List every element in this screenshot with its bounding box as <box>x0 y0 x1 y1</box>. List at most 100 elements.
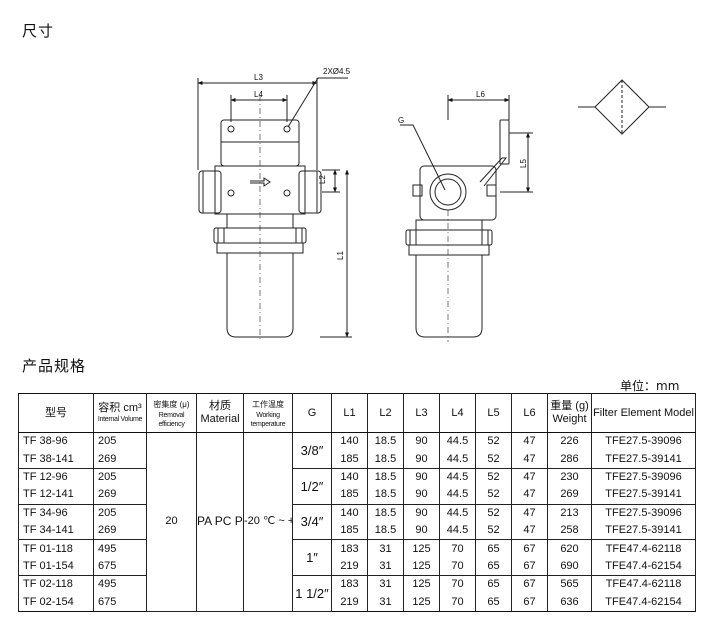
cell-weight: 269 <box>547 486 592 505</box>
filter-symbol-icon <box>578 79 666 135</box>
cell-element: TFE27.5-39141 <box>591 450 696 469</box>
cell-model: TF 38-141 <box>18 450 94 469</box>
cell-l6: 67 <box>511 539 548 558</box>
cell-volume: 675 <box>93 593 147 612</box>
col-l4: L4 <box>439 393 476 433</box>
label-l2: L2 <box>318 175 327 184</box>
cell-weight: 565 <box>547 575 592 594</box>
cell-l3: 90 <box>403 432 440 451</box>
cell-l1: 140 <box>331 432 368 451</box>
cell-l3: 90 <box>403 467 440 487</box>
cell-l5: 65 <box>475 557 512 576</box>
cell-element: TFE27.5-39096 <box>591 467 696 487</box>
cell-l2: 18.5 <box>367 503 404 522</box>
cell-l6: 47 <box>511 486 548 505</box>
cell-l2: 18.5 <box>367 521 404 540</box>
cell-element: TFE27.5-39141 <box>591 486 696 505</box>
label-holes: 2XØ4.5 <box>323 67 351 76</box>
cell-l5: 52 <box>475 521 512 540</box>
cell-l3: 90 <box>403 450 440 469</box>
cell-weight: 226 <box>547 432 592 451</box>
cell-g: 1 1/2″ <box>292 575 332 612</box>
cell-model: TF 02-154 <box>18 593 94 612</box>
cell-l1: 140 <box>331 467 368 487</box>
cell-l4: 44.5 <box>439 467 476 487</box>
cell-l5: 52 <box>475 432 512 451</box>
cell-l1: 183 <box>331 539 368 558</box>
cell-l2: 31 <box>367 539 404 558</box>
cell-l5: 65 <box>475 593 512 612</box>
cell-l6: 47 <box>511 450 548 469</box>
cell-l3: 125 <box>403 593 440 612</box>
cell-l1: 219 <box>331 557 368 576</box>
specs-title: 产品规格 <box>22 357 87 375</box>
cell-volume: 269 <box>93 450 147 469</box>
cell-filtration: 20 <box>146 432 197 612</box>
cell-l6: 47 <box>511 432 548 451</box>
cell-model: TF 12-141 <box>18 486 94 505</box>
cell-element: TFE27.5-39096 <box>591 432 696 451</box>
cell-model: TF 01-154 <box>18 557 94 576</box>
cell-l2: 31 <box>367 557 404 576</box>
cell-weight: 230 <box>547 467 592 487</box>
col-l6: L6 <box>511 393 548 433</box>
cell-temperature: -20 ℃ ~ +100 ℃ <box>243 432 293 612</box>
cell-weight: 286 <box>547 450 592 469</box>
cell-l5: 52 <box>475 450 512 469</box>
cell-l6: 47 <box>511 521 548 540</box>
cell-l6: 47 <box>511 503 548 522</box>
cell-l2: 18.5 <box>367 450 404 469</box>
cell-l5: 65 <box>475 575 512 594</box>
cell-weight: 690 <box>547 557 592 576</box>
cell-l3: 90 <box>403 521 440 540</box>
cell-l4: 44.5 <box>439 503 476 522</box>
label-l5: L5 <box>519 159 528 168</box>
cell-l6: 67 <box>511 593 548 612</box>
cell-l6: 67 <box>511 575 548 594</box>
cell-l6: 47 <box>511 467 548 487</box>
col-l2: L2 <box>367 393 404 433</box>
cell-model: TF 12-96 <box>18 467 94 487</box>
cell-l2: 18.5 <box>367 486 404 505</box>
label-g: G <box>398 116 404 125</box>
cell-model: TF 01-118 <box>18 539 94 558</box>
col-g: G <box>292 393 332 433</box>
cell-l1: 185 <box>331 521 368 540</box>
cell-volume: 205 <box>93 432 147 451</box>
cell-volume: 495 <box>93 539 147 558</box>
cell-l5: 52 <box>475 503 512 522</box>
cell-model: TF 34-141 <box>18 521 94 540</box>
cell-l4: 70 <box>439 557 476 576</box>
cell-l3: 90 <box>403 503 440 522</box>
cell-volume: 269 <box>93 521 147 540</box>
cell-l2: 31 <box>367 593 404 612</box>
cell-volume: 205 <box>93 503 147 522</box>
cell-g: 1″ <box>292 539 332 577</box>
cell-g: 1/2″ <box>292 467 332 505</box>
dimension-drawings: L3 L4 2XØ4.5 L2 L1 G L6 <box>197 67 666 342</box>
cell-l3: 90 <box>403 486 440 505</box>
cell-l4: 44.5 <box>439 450 476 469</box>
col-l5: L5 <box>475 393 512 433</box>
cell-volume: 495 <box>93 575 147 594</box>
cell-l5: 52 <box>475 467 512 487</box>
cell-element: TFE27.5-39096 <box>591 503 696 522</box>
cell-l1: 185 <box>331 450 368 469</box>
cell-l1: 183 <box>331 575 368 594</box>
cell-l1: 185 <box>331 486 368 505</box>
cell-material: PA PC PE <box>196 432 244 612</box>
cell-l2: 31 <box>367 575 404 594</box>
col-filtration: 密集度 (μ)Removal efficiency <box>146 393 197 433</box>
